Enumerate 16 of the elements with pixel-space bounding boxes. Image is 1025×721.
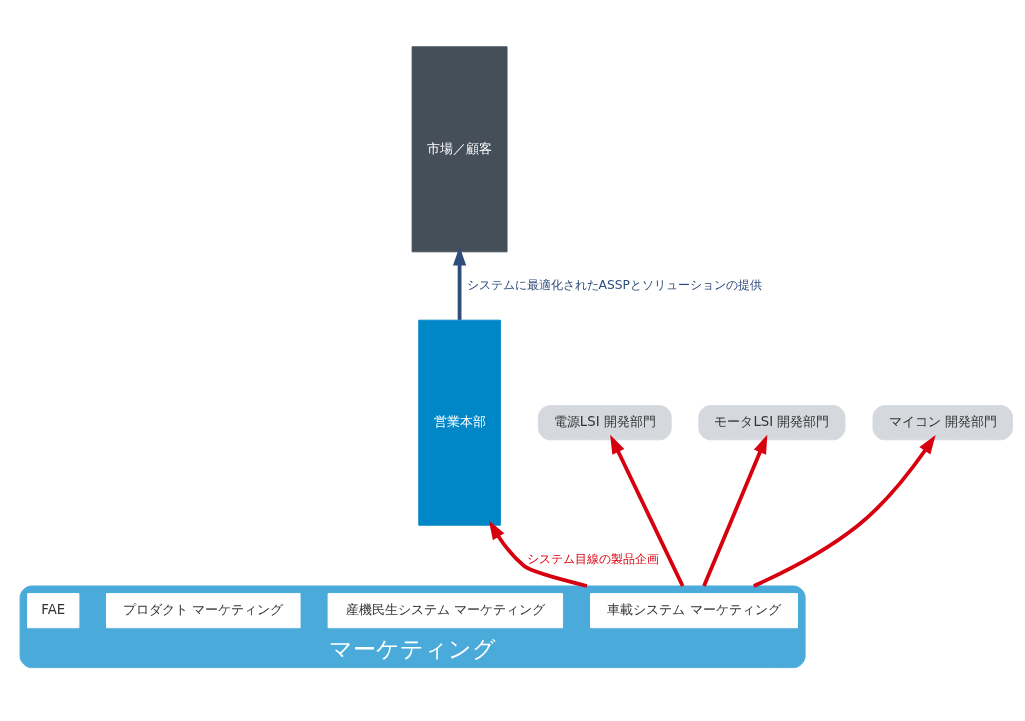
node-box: マイコン 開発部門 — [872, 404, 1013, 440]
arrow — [610, 434, 685, 587]
arrow — [452, 246, 467, 320]
node-box: 車載システム マーケティング — [590, 592, 798, 628]
edge-label: システム目線の製品企画 — [526, 551, 659, 566]
node-box: 電源LSI 開発部門 — [537, 404, 672, 440]
arrow — [753, 434, 936, 588]
node-box: 産機民生システム マーケティング — [327, 592, 564, 628]
node-box: 市場／顧客 — [411, 45, 508, 252]
node-box: モータLSI 開発部門 — [698, 404, 846, 440]
arrow — [702, 434, 768, 587]
node-box: プロダクト マーケティング — [106, 592, 301, 628]
arrow — [488, 519, 588, 588]
node-box: FAE — [27, 592, 80, 628]
node-box: 営業本部 — [418, 319, 501, 526]
edge-label: システムに最適化されたASSPとソリューションの提供 — [466, 277, 763, 292]
